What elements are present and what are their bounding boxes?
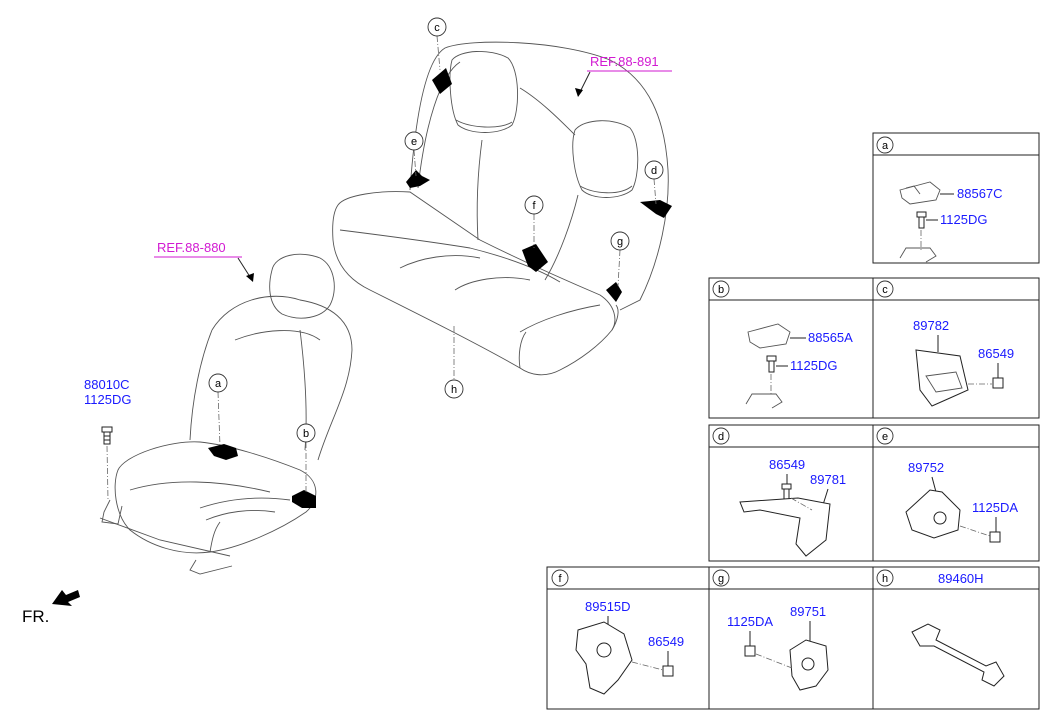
detail-box-b: b 88565A 1125DG (712, 280, 853, 409)
detail-e-letter: e (882, 431, 888, 443)
rear-seat-callouts: c e d f g h (404, 17, 664, 399)
bolt-icon (766, 355, 777, 373)
front-seat-part-numbers: 88010C 1125DG (84, 377, 131, 501)
detail-h-part-1: 89460H (938, 571, 984, 586)
detail-box-c: c 89782 86549 (876, 280, 1014, 407)
bolt-icon (662, 665, 674, 677)
detail-box-e: e 89752 1125DA (876, 427, 1018, 543)
bolt-icon (744, 645, 756, 657)
detail-h-letter: h (882, 573, 888, 585)
callout-b: b (303, 428, 309, 440)
rear-seat (332, 41, 672, 376)
detail-e-part-1: 89752 (908, 460, 944, 475)
front-part-88010c: 88010C (84, 377, 130, 392)
rear-seat-reference: REF.88-891 (575, 54, 672, 97)
detail-g-part-2: 89751 (790, 604, 826, 619)
front-seat (99, 253, 353, 575)
callout-f: f (532, 200, 536, 212)
front-seat-reference: REF.88-880 (154, 240, 254, 282)
detail-e-part-2: 1125DA (972, 500, 1018, 515)
callout-c: c (434, 22, 440, 34)
detail-box-f: f 89515D 86549 (551, 569, 684, 695)
fr-label: FR. (22, 607, 49, 626)
detail-a-part-2: 1125DG (940, 212, 987, 227)
detail-c-letter: c (882, 284, 888, 296)
detail-c-part-1: 89782 (913, 318, 949, 333)
detail-b-part-2: 1125DG (790, 358, 837, 373)
bolt-icon (992, 377, 1004, 389)
callout-e: e (411, 136, 417, 148)
detail-g-part-1: 1125DA (727, 614, 773, 629)
detail-box-d: d 86549 89781 (712, 427, 846, 557)
bolt-icon (101, 426, 113, 445)
detail-b-part-1: 88565A (808, 330, 853, 345)
detail-c-part-2: 86549 (978, 346, 1014, 361)
rear-seat-ref-label: REF.88-891 (590, 54, 659, 69)
front-part-1125dg: 1125DG (84, 392, 131, 407)
detail-box-h: h 89460H (876, 569, 1005, 687)
detail-f-letter: f (558, 573, 562, 585)
detail-b-letter: b (718, 284, 724, 296)
bolt-icon (781, 483, 792, 500)
detail-box-g: g 1125DA 89751 (712, 569, 829, 691)
detail-box-a: a 88567C 1125DG (876, 136, 1003, 263)
fr-arrow-icon (52, 590, 80, 606)
detail-table (546, 132, 1040, 710)
detail-f-part-1: 89515D (585, 599, 631, 614)
detail-g-letter: g (718, 573, 724, 585)
detail-d-part-2: 89781 (810, 472, 846, 487)
detail-a-letter: a (882, 140, 889, 152)
bolt-icon (989, 531, 1001, 543)
detail-a-part-1: 88567C (957, 186, 1003, 201)
front-seat-callouts: a b (208, 373, 316, 492)
detail-f-part-2: 86549 (648, 634, 684, 649)
front-direction-indicator: FR. (22, 590, 80, 626)
detail-d-letter: d (718, 431, 724, 443)
callout-d: d (651, 165, 657, 177)
callout-g: g (617, 236, 623, 248)
bolt-icon (916, 211, 927, 229)
front-seat-ref-label: REF.88-880 (157, 240, 226, 255)
callout-a: a (215, 378, 222, 390)
detail-d-part-1: 86549 (769, 457, 805, 472)
callout-h: h (451, 384, 457, 396)
